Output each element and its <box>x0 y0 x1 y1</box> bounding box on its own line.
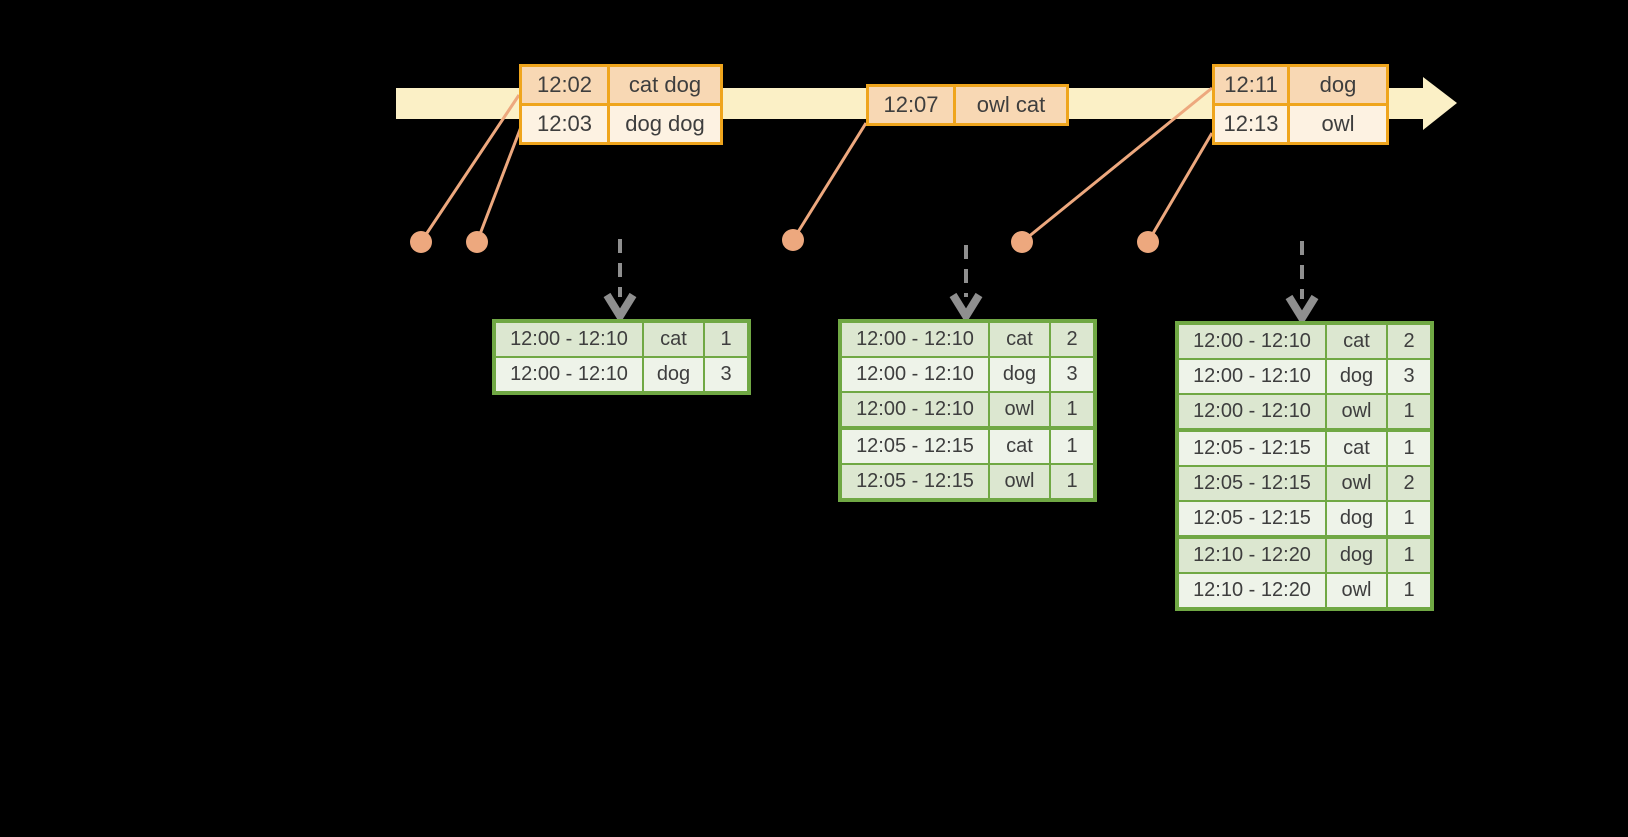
result-count: 1 <box>1388 432 1430 465</box>
result-row: 12:05 - 12:15 owl 1 <box>842 463 1093 498</box>
result-word: owl <box>1327 574 1388 607</box>
event-row: 12:07 owl cat <box>869 87 1066 123</box>
event-row: 12:02 cat dog <box>522 67 720 103</box>
result-word: cat <box>1327 432 1388 465</box>
result-row: 12:00 - 12:10 owl 1 <box>1179 393 1430 428</box>
result-window: 12:00 - 12:10 <box>1179 395 1327 428</box>
result-window: 12:05 - 12:15 <box>1179 432 1327 465</box>
result-window: 12:00 - 12:10 <box>1179 360 1327 393</box>
result-window: 12:05 - 12:15 <box>1179 467 1327 500</box>
result-window: 12:00 - 12:10 <box>496 323 644 356</box>
event-row: 12:13 owl <box>1215 103 1386 142</box>
result-row: 12:10 - 12:20 owl 1 <box>1179 572 1430 607</box>
result-count: 1 <box>1051 393 1093 426</box>
result-word: owl <box>1327 395 1388 428</box>
result-row: 12:05 - 12:15 dog 1 <box>1179 500 1430 535</box>
result-window: 12:00 - 12:10 <box>842 323 990 356</box>
result-window: 12:00 - 12:10 <box>1179 325 1327 358</box>
event-marker-dot <box>1011 231 1033 253</box>
event-marker-dot <box>782 229 804 251</box>
event-time: 12:03 <box>522 106 610 142</box>
result-window: 12:00 - 12:10 <box>496 358 644 391</box>
event-words: dog dog <box>610 106 720 142</box>
trigger-arrows <box>603 239 1319 326</box>
result-word: cat <box>990 430 1051 463</box>
result-window: 12:00 - 12:10 <box>842 358 990 391</box>
result-window: 12:05 - 12:15 <box>1179 502 1327 535</box>
result-count: 3 <box>1388 360 1430 393</box>
result-word: dog <box>1327 539 1388 572</box>
result-row: 12:05 - 12:15 owl 2 <box>1179 465 1430 500</box>
event-marker-dot <box>410 231 432 253</box>
result-count: 1 <box>705 323 747 356</box>
result-table-2: 12:00 - 12:10 cat 2 12:00 - 12:10 dog 3 … <box>838 319 1097 502</box>
result-row: 12:00 - 12:10 dog 3 <box>842 356 1093 391</box>
event-table-2: 12:07 owl cat <box>866 84 1069 126</box>
event-time: 12:02 <box>522 67 610 103</box>
result-row: 12:10 - 12:20 dog 1 <box>1179 535 1430 572</box>
trigger-arrowhead-icon <box>603 292 637 324</box>
event-table-3: 12:11 dog 12:13 owl <box>1212 64 1389 145</box>
result-word: cat <box>990 323 1051 356</box>
result-row: 12:05 - 12:15 cat 1 <box>842 426 1093 463</box>
event-words: cat dog <box>610 67 720 103</box>
event-time: 12:11 <box>1215 67 1290 103</box>
result-word: dog <box>644 358 705 391</box>
result-word: owl <box>1327 467 1388 500</box>
result-count: 1 <box>1388 395 1430 428</box>
connector-line <box>1021 86 1213 244</box>
event-marker-dot <box>466 231 488 253</box>
result-window: 12:10 - 12:20 <box>1179 574 1327 607</box>
event-words: dog <box>1290 67 1386 103</box>
event-words: owl <box>1290 106 1386 142</box>
event-connectors <box>419 86 1214 244</box>
result-count: 2 <box>1051 323 1093 356</box>
result-count: 3 <box>1051 358 1093 391</box>
result-word: dog <box>1327 502 1388 535</box>
result-count: 1 <box>1051 465 1093 498</box>
timeline-arrowhead-icon <box>1423 77 1457 130</box>
result-word: owl <box>990 393 1051 426</box>
result-word: cat <box>644 323 705 356</box>
result-row: 12:00 - 12:10 owl 1 <box>842 391 1093 426</box>
trigger-arrowhead-icon <box>949 292 983 324</box>
result-row: 12:05 - 12:15 cat 1 <box>1179 428 1430 465</box>
result-count: 1 <box>1388 539 1430 572</box>
result-row: 12:00 - 12:10 cat 2 <box>842 323 1093 356</box>
result-count: 2 <box>1388 467 1430 500</box>
event-time: 12:13 <box>1215 106 1290 142</box>
event-marker-dot <box>1137 231 1159 253</box>
result-row: 12:00 - 12:10 cat 1 <box>496 323 747 356</box>
event-row: 12:03 dog dog <box>522 103 720 142</box>
connector-line <box>1146 132 1214 243</box>
result-row: 12:00 - 12:10 dog 3 <box>496 356 747 391</box>
result-table-1: 12:00 - 12:10 cat 1 12:00 - 12:10 dog 3 <box>492 319 751 395</box>
connector-line <box>419 94 521 243</box>
result-row: 12:00 - 12:10 dog 3 <box>1179 358 1430 393</box>
trigger-arrowhead-icon <box>1285 294 1319 326</box>
result-count: 3 <box>705 358 747 391</box>
result-count: 2 <box>1388 325 1430 358</box>
event-table-1: 12:02 cat dog 12:03 dog dog <box>519 64 723 145</box>
event-time: 12:07 <box>869 87 956 123</box>
event-markers <box>410 229 1159 253</box>
connector-line <box>475 126 523 243</box>
result-table-3: 12:00 - 12:10 cat 2 12:00 - 12:10 dog 3 … <box>1175 321 1434 611</box>
result-count: 1 <box>1388 502 1430 535</box>
result-word: owl <box>990 465 1051 498</box>
result-row: 12:00 - 12:10 cat 2 <box>1179 325 1430 358</box>
result-count: 1 <box>1051 430 1093 463</box>
result-word: dog <box>990 358 1051 391</box>
result-word: cat <box>1327 325 1388 358</box>
result-window: 12:00 - 12:10 <box>842 393 990 426</box>
result-window: 12:10 - 12:20 <box>1179 539 1327 572</box>
connector-line <box>791 122 868 241</box>
result-word: dog <box>1327 360 1388 393</box>
result-window: 12:05 - 12:15 <box>842 465 990 498</box>
result-count: 1 <box>1388 574 1430 607</box>
event-words: owl cat <box>956 87 1066 123</box>
result-window: 12:05 - 12:15 <box>842 430 990 463</box>
event-row: 12:11 dog <box>1215 67 1386 103</box>
